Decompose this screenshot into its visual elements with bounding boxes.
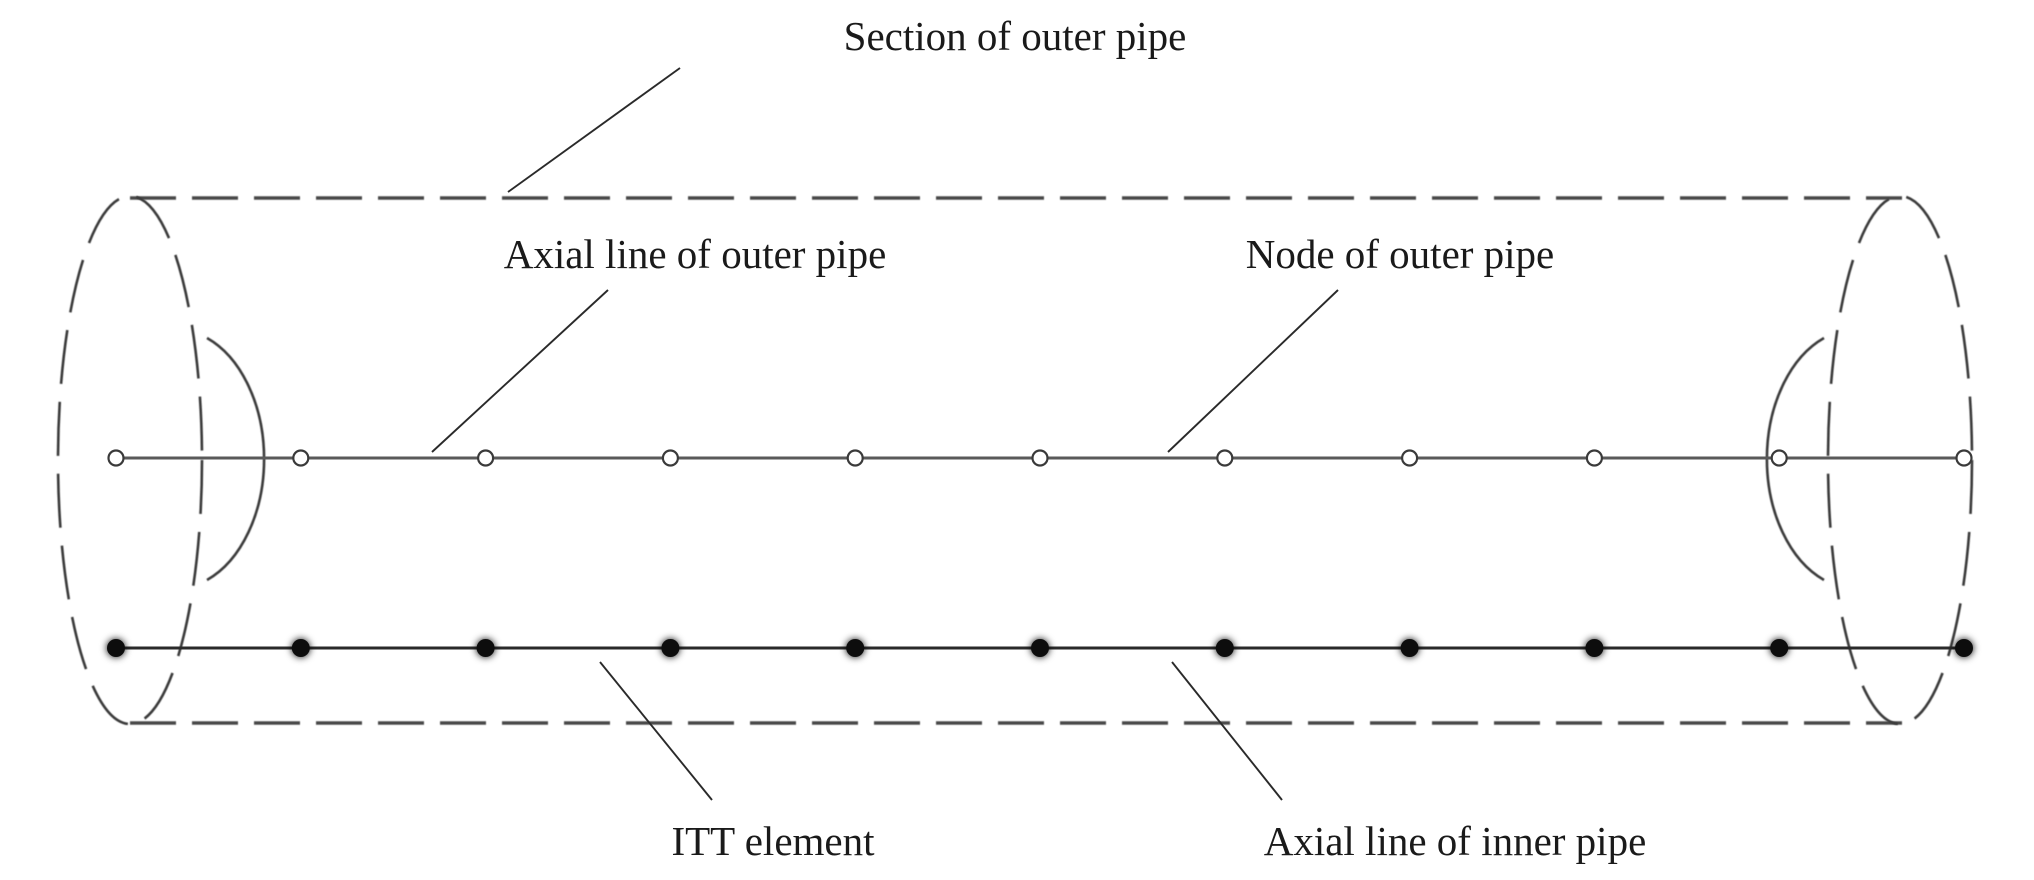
label-itt-element: ITT element [671,818,875,864]
leader-lines [431,67,1339,801]
inner-pipe-node [1955,639,1973,657]
outer-pipe-node [477,449,495,467]
outer-pipe-walls [130,196,1902,725]
inner-pipe-node [1031,639,1049,657]
label-axial-line-of-inner-pipe: Axial line of inner pipe [1264,818,1647,864]
leader-node-of-outer-pipe [1167,289,1339,453]
leader-section-of-outer-pipe [507,67,681,193]
inner-pipe-node [661,639,680,657]
inner-pipe-node [107,639,125,657]
outer-pipe-node [1400,449,1419,467]
outer-axial-line-group [107,449,1973,467]
outer-pipe-node [1770,449,1788,467]
outer-pipe-node [1216,449,1234,467]
outer-pipe-nodes [107,449,1973,467]
leader-itt-element [599,661,713,801]
inner-axial-line-group [107,639,1973,657]
leader-axial-line-outer-pipe [431,289,609,453]
inner-pipe-node [1770,639,1789,657]
left-section-ellipse [56,194,204,726]
inner-pipe-node [846,639,865,657]
inner-pipe-node [1585,639,1604,657]
outer-pipe-node [1031,449,1049,467]
inner-pipe-node [291,639,310,657]
outer-pipe-node [292,449,310,467]
inner-pipe-node [1400,639,1419,657]
outer-pipe-node [661,449,680,467]
label-axial-line-of-outer-pipe: Axial line of outer pipe [504,231,887,277]
label-node-of-outer-pipe: Node of outer pipe [1246,231,1555,277]
outer-pipe-node [1585,449,1604,467]
inner-pipe-nodes [107,639,1973,657]
inner-pipe-node [476,639,495,657]
leader-axial-line-inner-pipe [1171,661,1283,801]
outer-pipe-node [846,449,864,467]
outer-pipe-node [1955,449,1973,467]
inner-pipe-node [1215,639,1234,657]
label-section-of-outer-pipe: Section of outer pipe [844,13,1187,59]
outer-pipe-node [107,449,125,467]
